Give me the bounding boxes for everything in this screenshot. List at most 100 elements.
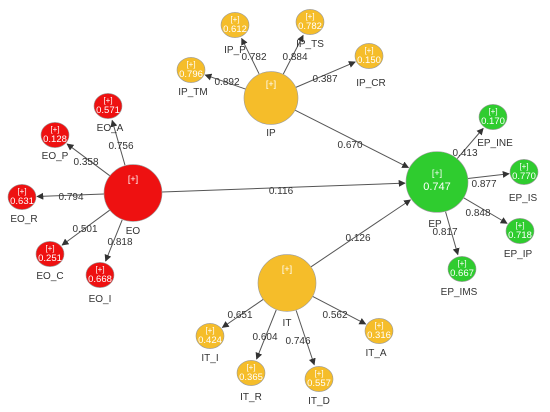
indicator-label: EO_C: [36, 271, 63, 282]
construct-circle[interactable]: [257, 254, 317, 312]
indicator-circle[interactable]: [176, 57, 206, 83]
construct-circle[interactable]: [405, 151, 469, 213]
indicator-circle[interactable]: [195, 323, 225, 349]
indicator-circle[interactable]: [35, 241, 65, 267]
loading-value-eo-c: 0.501: [72, 224, 97, 235]
indicator-ep-ims[interactable]: [+]0.667: [447, 256, 477, 282]
indicator-value: 0.170: [481, 116, 505, 127]
expand-marker[interactable]: [+]: [519, 162, 528, 171]
construct-eo[interactable]: [+]: [103, 164, 163, 222]
indicator-value: 0.796: [179, 69, 203, 80]
loading-value-eo-a: 0.756: [108, 141, 133, 152]
path-coefficient-it-ep: 0.126: [345, 233, 370, 244]
indicator-value: 0.571: [96, 105, 120, 116]
loading-arrow-it-d: [295, 310, 316, 366]
indicator-label: EO_I: [89, 294, 112, 305]
indicator-circle[interactable]: [40, 122, 70, 148]
loading-arrow-eo-c: [61, 209, 110, 246]
indicator-ip-ts[interactable]: [+]0.782: [295, 9, 325, 35]
construct-label: IT: [283, 318, 292, 329]
indicator-circle[interactable]: [447, 256, 477, 282]
loading-value-ep-ip: 0.848: [465, 208, 490, 219]
loading-arrow-ip-p: [241, 37, 260, 75]
expand-marker[interactable]: [+]: [457, 259, 466, 268]
loading-value-eo-p: 0.358: [73, 157, 98, 168]
loading-arrow-it-i: [221, 299, 264, 328]
expand-marker[interactable]: [+]: [205, 326, 214, 335]
indicator-ep-is[interactable]: [+]0.770: [509, 159, 539, 185]
indicator-it-r[interactable]: [+]0.365: [236, 360, 266, 386]
path-coefficient-eo-ep: 0.116: [269, 186, 294, 197]
indicator-eo-a[interactable]: [+]0.571: [93, 93, 123, 119]
indicator-eo-i[interactable]: [+]0.668: [85, 262, 115, 288]
indicator-label: EO_A: [97, 123, 124, 134]
indicator-value: 0.612: [223, 24, 247, 35]
expand-marker[interactable]: [+]: [50, 125, 59, 134]
indicator-circle[interactable]: [220, 12, 250, 38]
indicator-eo-p[interactable]: [+]0.128: [40, 122, 70, 148]
indicator-it-a[interactable]: [+]0.316: [364, 318, 394, 344]
indicator-circle[interactable]: [478, 104, 508, 130]
expand-marker[interactable]: [+]: [374, 321, 383, 330]
construct-ip[interactable]: [+]: [243, 71, 299, 125]
loading-arrow-ip-ts: [282, 34, 304, 75]
loading-value-eo-i: 0.818: [107, 237, 132, 248]
loading-value-it-d: 0.746: [285, 336, 310, 347]
expand-marker[interactable]: [+]: [314, 369, 323, 378]
loading-arrow-ip-tm: [204, 73, 246, 90]
construct-circle[interactable]: [103, 164, 163, 222]
expand-marker[interactable]: [+]: [45, 244, 54, 253]
indicator-circle[interactable]: [354, 43, 384, 69]
indicator-eo-r[interactable]: [+]0.631: [7, 184, 37, 210]
indicator-ep-ip[interactable]: [+]0.718: [505, 218, 535, 244]
indicator-ip-tm[interactable]: [+]0.796: [176, 57, 206, 83]
indicator-eo-c[interactable]: [+]0.251: [35, 241, 65, 267]
expand-marker[interactable]: [+]: [17, 187, 26, 196]
loading-value-it-a: 0.562: [322, 310, 347, 321]
indicator-value: 0.782: [298, 21, 322, 32]
expand-marker[interactable]: [+]: [103, 96, 112, 105]
indicator-circle[interactable]: [93, 93, 123, 119]
indicator-label: EP_INE: [477, 138, 513, 149]
indicator-circle[interactable]: [364, 318, 394, 344]
loading-value-eo-r: 0.794: [58, 192, 83, 203]
expand-marker[interactable]: [+]: [515, 221, 524, 230]
indicator-circle[interactable]: [505, 218, 535, 244]
indicator-ip-cr[interactable]: [+]0.150: [354, 43, 384, 69]
indicator-label: EO_R: [10, 214, 37, 225]
expand-marker[interactable]: [+]: [488, 107, 497, 116]
indicator-label: IP_TS: [296, 39, 324, 50]
loading-arrow-ep-ims: [445, 211, 460, 256]
expand-marker[interactable]: [+]: [95, 265, 104, 274]
indicator-circle[interactable]: [509, 159, 539, 185]
indicator-circle[interactable]: [304, 366, 334, 392]
indicator-ep-ine[interactable]: [+]0.170: [478, 104, 508, 130]
path-coefficient-ip-ep: 0.670: [337, 140, 362, 151]
loading-value-ip-p: 0.782: [241, 52, 266, 63]
expand-marker[interactable]: [+]: [364, 46, 373, 55]
indicator-circle[interactable]: [236, 360, 266, 386]
indicator-circle[interactable]: [7, 184, 37, 210]
expand-marker[interactable]: [+]: [230, 15, 239, 24]
expand-marker[interactable]: [+]: [282, 264, 292, 274]
indicator-label: IP_CR: [356, 78, 385, 89]
indicator-circle[interactable]: [85, 262, 115, 288]
expand-marker[interactable]: [+]: [128, 174, 138, 184]
construct-circle[interactable]: [243, 71, 299, 125]
loading-arrow-it-a: [312, 295, 367, 325]
loading-value-ip-ts: 0.884: [282, 52, 307, 63]
indicator-circle[interactable]: [295, 9, 325, 35]
indicator-ip-p[interactable]: [+]0.612: [220, 12, 250, 38]
indicator-it-i[interactable]: [+]0.424: [195, 323, 225, 349]
construct-ep[interactable]: [+]0.747: [405, 151, 469, 213]
expand-marker[interactable]: [+]: [266, 79, 276, 89]
expand-marker[interactable]: [+]: [305, 12, 314, 21]
indicator-it-d[interactable]: [+]0.557: [304, 366, 334, 392]
loading-arrow-eo-r: [36, 192, 105, 200]
indicator-value: 0.251: [38, 253, 62, 264]
construct-it[interactable]: [+]: [257, 254, 317, 312]
expand-marker[interactable]: [+]: [432, 168, 442, 178]
expand-marker[interactable]: [+]: [186, 60, 195, 69]
indicator-value: 0.424: [198, 335, 222, 346]
expand-marker[interactable]: [+]: [246, 363, 255, 372]
